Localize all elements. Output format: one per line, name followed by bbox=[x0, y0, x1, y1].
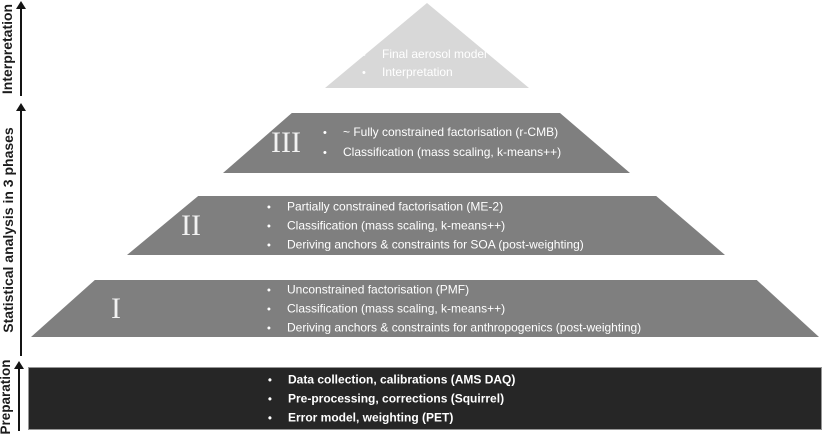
phase-2-items: • Partially constrained factorisation (M… bbox=[267, 197, 584, 254]
phase-1-item-label: Deriving anchors & constraints for anthr… bbox=[287, 320, 642, 334]
pyramid-phase-2: II • Partially constrained factorisation… bbox=[127, 196, 725, 255]
arrowhead-icon bbox=[16, 103, 26, 111]
preparation-item-label: Pre-processing, corrections (Squirrel) bbox=[288, 391, 505, 405]
phase-1-numeral: I bbox=[111, 291, 121, 325]
phase-3-item-label: ~ Fully constrained factorisation (r-CMB… bbox=[343, 125, 559, 139]
arrow-line bbox=[20, 8, 22, 96]
list-item: • Classification (mass scaling, k-means+… bbox=[267, 216, 584, 235]
phase-2-numeral: II bbox=[181, 208, 201, 242]
bullet-icon: • bbox=[267, 201, 271, 213]
list-item: • Pre-processing, corrections (Squirrel) bbox=[268, 389, 515, 408]
phase-3-item-label: Classification (mass scaling, k-means++) bbox=[343, 145, 562, 159]
statistical-analysis-arrow-up-icon bbox=[16, 103, 26, 356]
bullet-icon: • bbox=[267, 303, 271, 315]
bullet-icon: • bbox=[323, 127, 327, 139]
bullet-icon: • bbox=[267, 239, 271, 251]
arrow-line bbox=[20, 110, 22, 356]
phase-3-numeral: III bbox=[271, 126, 301, 159]
preparation-item-label: Data collection, calibrations (AMS DAQ) bbox=[288, 372, 516, 386]
list-item: • Classification (mass scaling, k-means+… bbox=[323, 143, 561, 163]
list-item: • Final aerosol model bbox=[325, 46, 529, 64]
list-item: • Interpretation bbox=[325, 64, 529, 82]
list-item: • Data collection, calibrations (AMS DAQ… bbox=[268, 370, 515, 389]
list-item: • Deriving anchors & constraints for ant… bbox=[267, 318, 641, 337]
bullet-icon: • bbox=[267, 322, 271, 334]
bullet-icon: • bbox=[267, 284, 271, 296]
preparation-arrow-up-icon bbox=[14, 361, 24, 431]
bullet-icon: • bbox=[268, 374, 272, 386]
bullet-icon: • bbox=[267, 220, 271, 232]
arrowhead-icon bbox=[14, 361, 24, 369]
bullet-icon: • bbox=[268, 412, 272, 424]
phase-3-items: • ~ Fully constrained factorisation (r-C… bbox=[323, 123, 561, 163]
list-item: • Classification (mass scaling, k-means+… bbox=[267, 299, 641, 318]
phase-2-item-label: Partially constrained factorisation (ME-… bbox=[287, 199, 504, 213]
phase-1-item-label: Classification (mass scaling, k-means++) bbox=[287, 301, 506, 315]
list-item: • Deriving anchors & constraints for SOA… bbox=[267, 235, 584, 254]
pyramid-top-triangle: • Final aerosol model • Interpretation bbox=[325, 3, 529, 88]
list-item: • Unconstrained factorisation (PMF) bbox=[267, 280, 641, 299]
top-item-label: Interpretation bbox=[382, 65, 453, 79]
bullet-icon: • bbox=[323, 147, 327, 159]
bullet-icon: • bbox=[268, 393, 272, 405]
bullet-icon: • bbox=[362, 67, 366, 79]
side-label-statistical-analysis: Statistical analysis in 3 phases bbox=[0, 127, 16, 333]
pyramid-phase-1: I • Unconstrained factorisation (PMF) • … bbox=[31, 280, 819, 337]
phase-2-item-label: Deriving anchors & constraints for SOA (… bbox=[287, 237, 584, 251]
list-item: • Partially constrained factorisation (M… bbox=[267, 197, 584, 216]
arrow-line bbox=[18, 368, 20, 431]
preparation-item-label: Error model, weighting (PET) bbox=[288, 410, 454, 424]
arrowhead-icon bbox=[16, 1, 26, 9]
side-label-preparation: Preparation bbox=[0, 359, 13, 435]
top-item-label: Final aerosol model bbox=[382, 47, 487, 61]
pyramid-phase-3: III • ~ Fully constrained factorisation … bbox=[223, 113, 630, 173]
preparation-base-box: • Data collection, calibrations (AMS DAQ… bbox=[28, 367, 822, 430]
interpretation-arrow-up-icon bbox=[16, 1, 26, 96]
bullet-icon: • bbox=[362, 49, 366, 61]
phase-2-item-label: Classification (mass scaling, k-means++) bbox=[287, 218, 506, 232]
side-label-interpretation: Interpretation bbox=[0, 3, 15, 95]
list-item: • ~ Fully constrained factorisation (r-C… bbox=[323, 123, 561, 143]
preparation-items: • Data collection, calibrations (AMS DAQ… bbox=[268, 370, 515, 427]
list-item: • Error model, weighting (PET) bbox=[268, 408, 515, 427]
phase-1-item-label: Unconstrained factorisation (PMF) bbox=[287, 282, 470, 296]
phase-1-items: • Unconstrained factorisation (PMF) • Cl… bbox=[267, 280, 641, 337]
